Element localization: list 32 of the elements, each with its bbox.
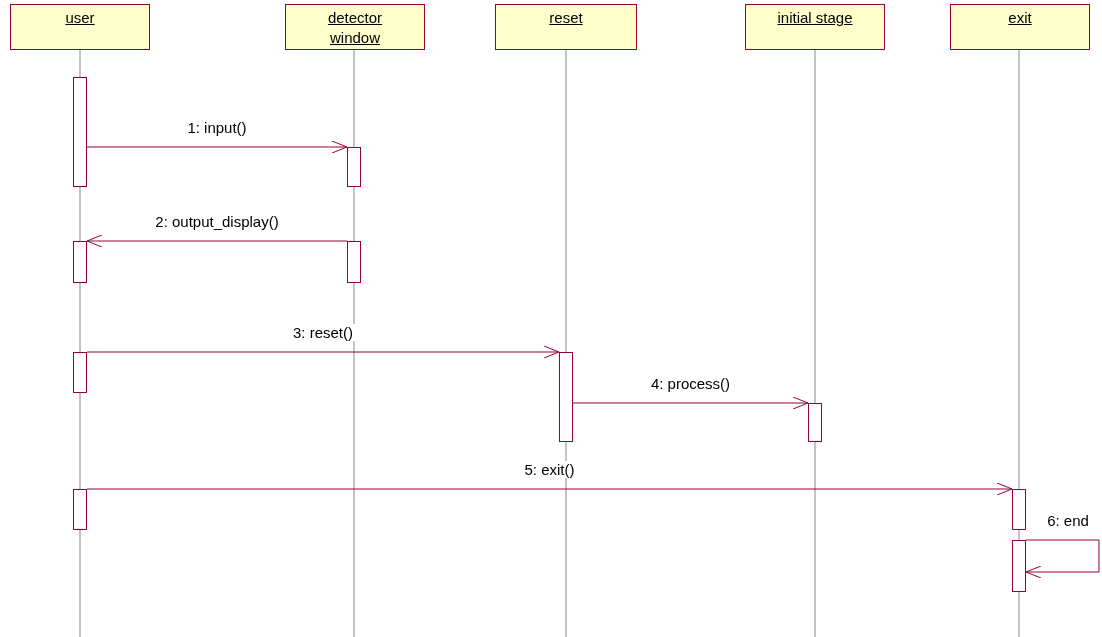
message-label: 6: end	[1045, 512, 1091, 529]
participant-box	[495, 4, 637, 50]
participant-name: reset	[549, 8, 583, 28]
message-arrow	[572, 396, 809, 410]
message-arrow	[86, 482, 1013, 496]
message-arrow	[1025, 539, 1100, 579]
activation-bar	[1012, 489, 1026, 530]
activation-bar	[73, 241, 87, 283]
message-arrow	[86, 345, 560, 359]
activation-bar	[73, 77, 87, 187]
activation-bar	[559, 352, 573, 442]
activation-bar	[73, 489, 87, 530]
participant-name: detector window	[326, 8, 384, 48]
message-arrow	[86, 234, 348, 248]
message-label: 5: exit()	[522, 461, 577, 478]
participant-box	[950, 4, 1090, 50]
activation-bar	[347, 147, 361, 187]
participant-box	[10, 4, 150, 50]
participant-name: user	[65, 8, 95, 28]
activation-bar	[1012, 540, 1026, 592]
participant-box	[745, 4, 885, 50]
message-label: 3: reset()	[291, 324, 355, 341]
activation-bar	[347, 241, 361, 283]
participant-box	[285, 4, 425, 50]
message-label: 4: process()	[648, 375, 733, 392]
activation-bar	[808, 403, 822, 442]
activation-bar	[73, 352, 87, 393]
message-label: 2: output_display()	[153, 213, 281, 230]
message-arrow	[86, 140, 348, 154]
participant-name: initial stage	[777, 8, 853, 28]
message-label: 1: input()	[185, 119, 249, 136]
participant-name: exit	[1008, 8, 1032, 28]
